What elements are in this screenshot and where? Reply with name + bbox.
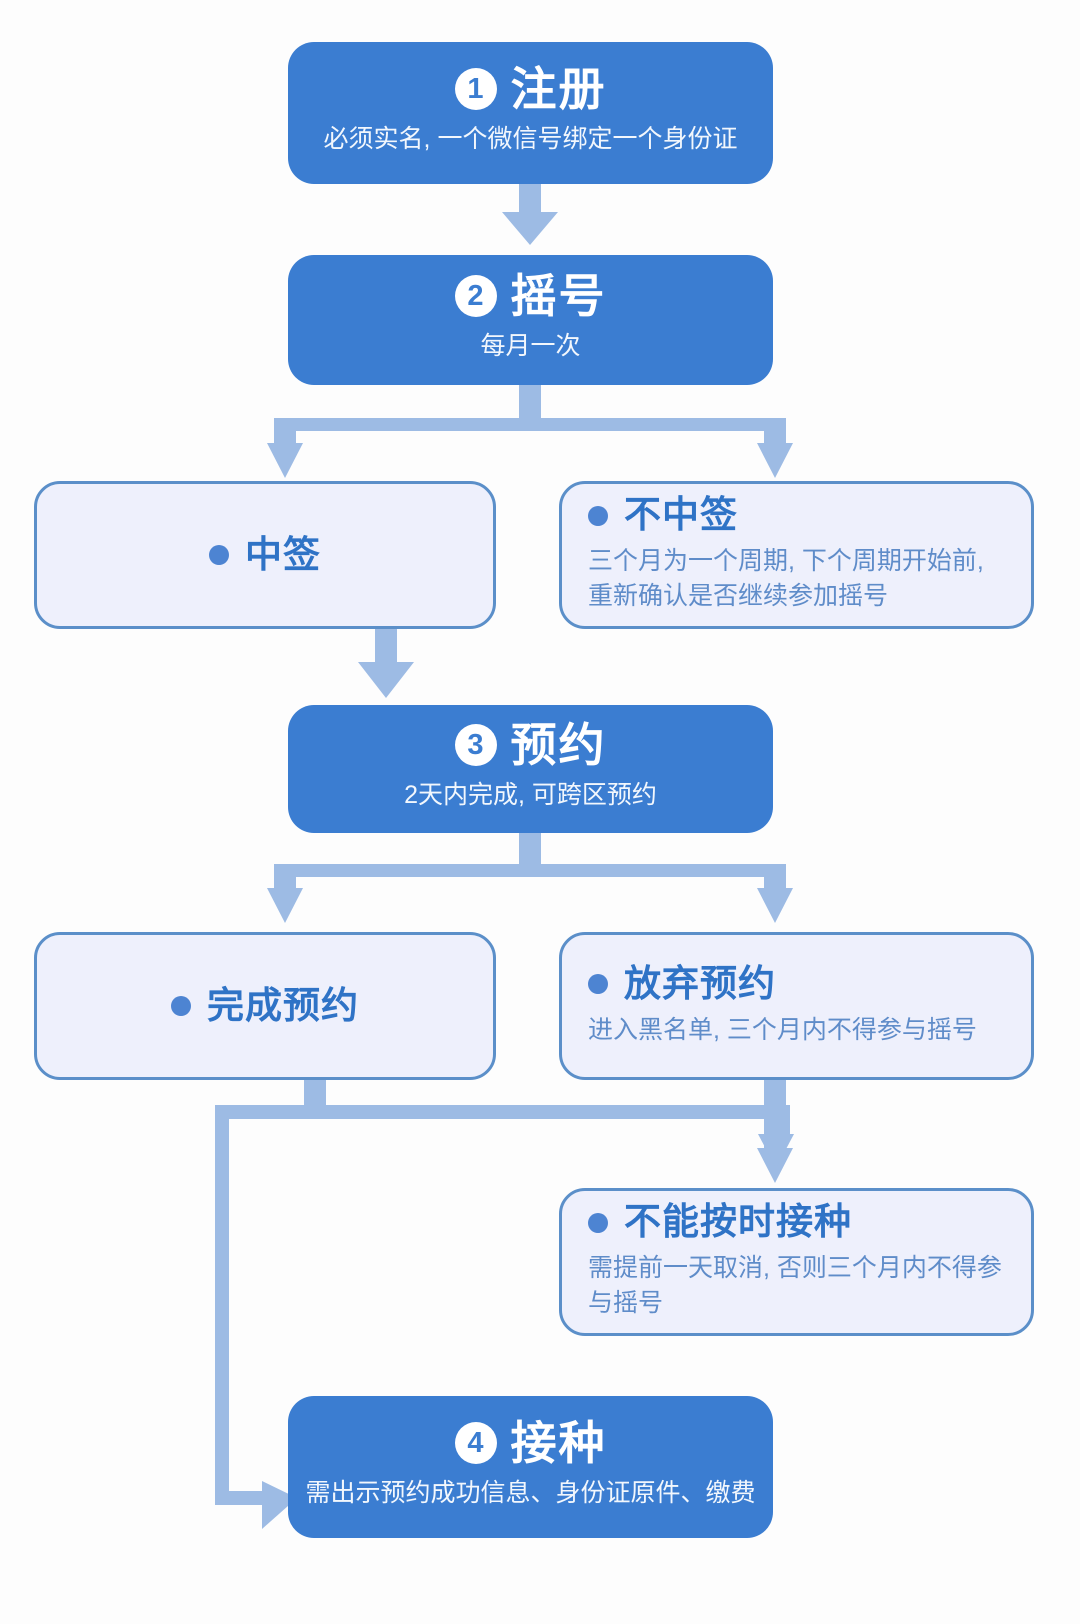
bullet-dot-icon <box>588 974 608 995</box>
step-register-subtitle: 必须实名, 一个微信号绑定一个身份证 <box>323 124 738 153</box>
branch-abandon-body: 进入黑名单, 三个月内不得参与摇号 <box>588 1015 977 1044</box>
branch-card-not-won[interactable]: 不中签 三个月为一个周期, 下个周期开始前, 重新确认是否继续参加摇号 <box>559 481 1034 629</box>
step-card-lottery[interactable]: 2 摇号 每月一次 <box>288 255 773 385</box>
bullet-dot-icon <box>588 505 608 526</box>
branch-missed-body: 需提前一天取消, 否则三个月内不得参与摇号 <box>588 1253 1002 1318</box>
branch-missed-heading: 不能按时接种 <box>588 1201 1005 1243</box>
branch-booked-title: 完成预约 <box>207 984 359 1026</box>
branch-card-won[interactable]: 中签 <box>34 481 496 629</box>
branch-abandon-heading: 放弃预约 <box>588 962 1005 1005</box>
connector-booking-split <box>267 832 793 923</box>
step-number-badge-2: 2 <box>454 274 497 317</box>
step-vaccination-subtitle: 需出示预约成功信息、身份证原件、缴费 <box>305 1478 756 1507</box>
step-card-booking[interactable]: 3 预约 2天内完成, 可跨区预约 <box>288 705 773 833</box>
branch-abandon-title: 放弃预约 <box>624 962 776 1004</box>
step-lottery-title: 摇号 <box>510 269 607 322</box>
connector-lottery-split <box>267 383 793 478</box>
bullet-dot-icon <box>171 996 191 1016</box>
step-vaccination-title: 接种 <box>510 1416 607 1469</box>
step-card-register[interactable]: 1 注册 必须实名, 一个微信号绑定一个身份证 <box>288 42 773 184</box>
bullet-dot-icon <box>588 1212 608 1233</box>
step-card-vaccination[interactable]: 4 接种 需出示预约成功信息、身份证原件、缴费 <box>288 1396 773 1538</box>
connector-won-to-booking <box>358 628 414 698</box>
branch-not-won-title: 不中签 <box>624 494 738 536</box>
step-number-badge-4: 4 <box>454 1421 497 1464</box>
branch-won-heading: 中签 <box>209 533 321 576</box>
branch-missed-title: 不能按时接种 <box>624 1201 852 1243</box>
branch-won-title: 中签 <box>245 533 321 575</box>
branch-card-booked[interactable]: 完成预约 <box>34 932 496 1080</box>
step-booking-title: 预约 <box>510 718 607 771</box>
step-vaccination-heading: 4 接种 <box>454 1416 607 1469</box>
step-register-heading: 1 注册 <box>454 62 607 115</box>
step-lottery-heading: 2 摇号 <box>454 269 607 322</box>
branch-not-won-body: 三个月为一个周期, 下个周期开始前, 重新确认是否继续参加摇号 <box>588 546 984 611</box>
step-booking-subtitle: 2天内完成, 可跨区预约 <box>404 780 657 809</box>
branch-card-abandon[interactable]: 放弃预约 进入黑名单, 三个月内不得参与摇号 <box>559 932 1034 1080</box>
connector-booked-to-vaccination <box>215 1080 794 1529</box>
step-number-badge-1: 1 <box>454 67 497 110</box>
step-register-title: 注册 <box>510 62 607 115</box>
branch-not-won-heading: 不中签 <box>588 494 1005 536</box>
step-booking-heading: 3 预约 <box>454 718 607 771</box>
branch-card-missed[interactable]: 不能按时接种 需提前一天取消, 否则三个月内不得参与摇号 <box>559 1188 1034 1336</box>
bullet-dot-icon <box>209 545 229 565</box>
step-lottery-subtitle: 每月一次 <box>480 331 581 360</box>
connector-register-to-lottery <box>502 182 558 245</box>
step-number-badge-3: 3 <box>454 723 497 766</box>
branch-booked-heading: 完成预约 <box>171 984 359 1027</box>
